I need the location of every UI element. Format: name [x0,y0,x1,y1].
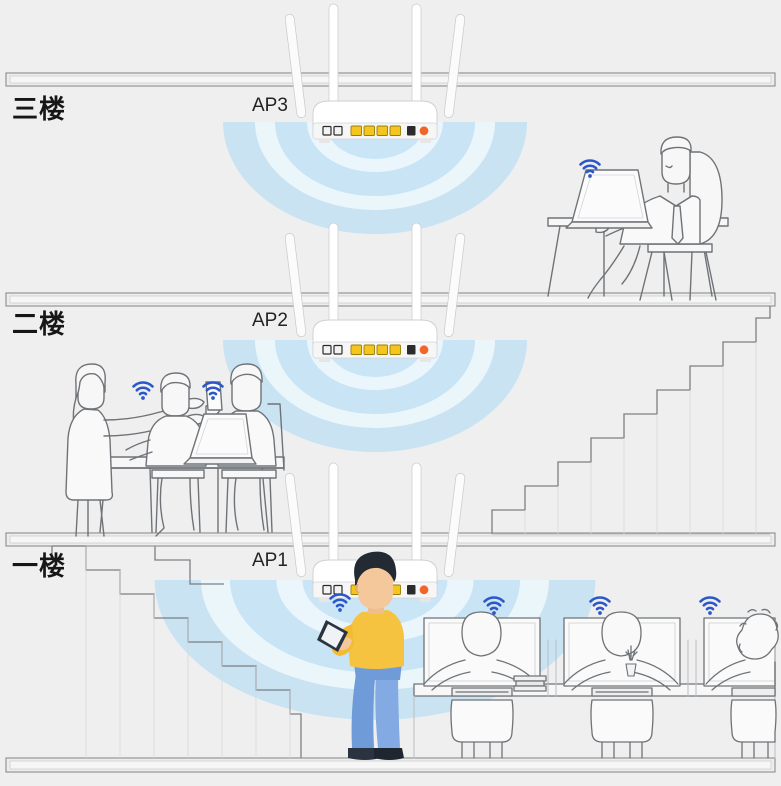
floor-slab-2 [5,292,776,307]
ap-label-3: AP3 [252,95,288,116]
meeting-group-floor2 [65,363,285,537]
staircase-floor2 [491,306,771,535]
workstations-floor1 [413,608,779,759]
ap-label-1: AP1 [252,550,288,571]
floor-slab-ground [5,757,776,773]
staircase-floor1 [51,545,302,758]
person-at-desk-floor3 [547,136,729,301]
ap-label-2: AP2 [252,310,288,331]
floor-slab-1 [5,532,776,547]
floor-slab-3 [5,72,776,87]
floor-label-1: 一楼 [12,551,67,581]
floor-label-3: 三楼 [12,94,67,124]
person-with-phone-floor1 [317,551,404,760]
staircase-floor1-upper-stub [154,546,224,585]
floor-label-2: 二楼 [12,309,67,339]
